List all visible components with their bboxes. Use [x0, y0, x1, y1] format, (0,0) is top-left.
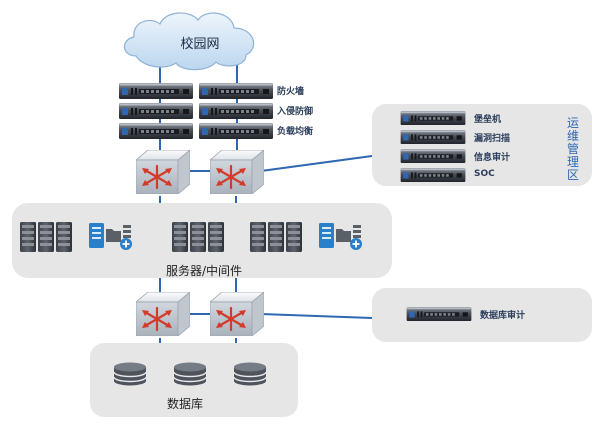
- ops-zone-title: 运维管理区: [566, 116, 579, 182]
- db-audit-label: 数据库审计: [480, 311, 526, 321]
- server-rack-7: [250, 222, 266, 252]
- firewall-appliance-1: [119, 83, 193, 99]
- load-balancer-appliance-1: [119, 123, 193, 139]
- server-zone-label: 服务器/中间件: [165, 264, 243, 278]
- access-switch-2: [210, 292, 264, 336]
- core-switch-2: [210, 150, 264, 194]
- firewall-appliance-2: [199, 83, 273, 99]
- server-rack-1: [20, 222, 36, 252]
- access-switch-1: [136, 292, 190, 336]
- server-rack-6: [208, 222, 224, 252]
- soc-appliance: [400, 168, 466, 182]
- info-audit-appliance: [400, 149, 466, 163]
- info-audit-label: 信息审计: [474, 153, 511, 163]
- campus-network-cloud: [123, 12, 255, 71]
- bastion-host-appliance: [400, 111, 466, 125]
- core-switch-1: [136, 150, 190, 194]
- server-rack-8: [268, 222, 284, 252]
- bastion-host-label: 堡垒机: [474, 115, 502, 125]
- database-icon-2: [173, 362, 207, 386]
- ips-appliance-2: [199, 103, 273, 119]
- database-zone-label: 数据库: [166, 397, 203, 411]
- vuln-scan-label: 漏洞扫描: [474, 134, 511, 144]
- server-rack-2: [38, 222, 54, 252]
- firewall-label: 防火墙: [277, 87, 305, 97]
- cloud-label: 校园网: [180, 37, 220, 52]
- server-rack-4: [172, 222, 188, 252]
- server-rack-3: [56, 222, 72, 252]
- server-rack-9: [286, 222, 302, 252]
- soc-label: SOC: [474, 169, 495, 179]
- load-balancer-appliance-2: [199, 123, 273, 139]
- ips-label: 入侵防御: [277, 107, 314, 117]
- server-rack-5: [190, 222, 206, 252]
- ips-appliance-1: [119, 103, 193, 119]
- load-balancer-label: 负载均衡: [277, 127, 314, 137]
- db-audit-appliance: [406, 307, 472, 321]
- database-icon-3: [233, 362, 267, 386]
- database-icon-1: [113, 362, 147, 386]
- vuln-scan-appliance: [400, 130, 466, 144]
- db-audit-zone: [372, 288, 592, 342]
